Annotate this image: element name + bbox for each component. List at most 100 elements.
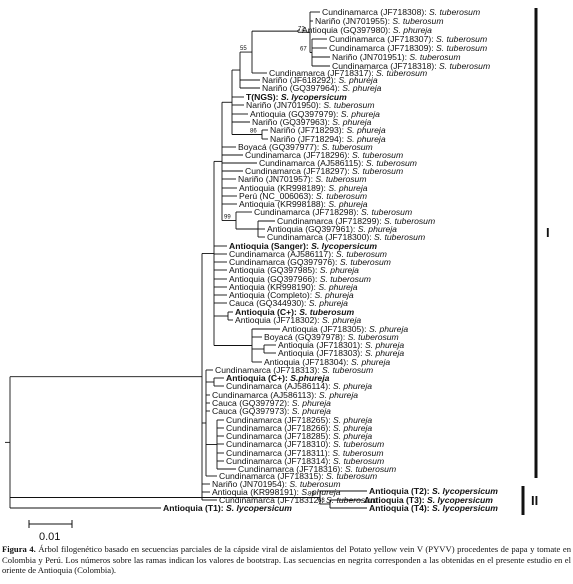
taxon-isolate: Cundinamarca (JF718300): [267, 232, 374, 242]
taxon-species: S. tuberosum [322, 365, 373, 375]
taxon-species: S. tuberosum [436, 43, 487, 53]
taxon-isolate: Cundinamarca (JF718311): [226, 448, 332, 458]
taxon-species: S. tuberosum [374, 232, 425, 242]
taxon-label: Antioquia (JF718305): S. phureja [282, 324, 408, 334]
taxon-isolate: Antioquia (JF718305): [282, 324, 369, 334]
taxon-label: Antioquia (T2): S. lycopersicum [369, 486, 498, 496]
taxon-species: S. tuberosum [409, 52, 460, 62]
taxon-label: Antioquia (JF718301): S. phureja [278, 340, 404, 350]
taxon-species: S. tuberosum [348, 332, 399, 342]
taxon-species: S. phureja [365, 340, 404, 350]
taxon-label: Cundinamarca (JF718318): S. tuberosum [332, 61, 490, 71]
taxon-species: S. tuberosum [352, 150, 403, 160]
taxon-species: S. phureja [328, 199, 367, 209]
taxon-isolate: Nariño (JF618292): [262, 75, 338, 85]
bootstrap-value: 68 [318, 498, 325, 504]
taxon-isolate: Cauca (GQ397973): [212, 406, 292, 416]
taxon-isolate: Antioquia (JF718302): [235, 315, 322, 325]
taxon-species: S. tuberosum [439, 61, 490, 71]
taxon-label: Antioquia (T3): S. lycopersicum [364, 495, 493, 505]
taxon-species: S. tuberosum [333, 456, 384, 466]
taxon-label: Nariño (JN701957): S. tuberosum [238, 174, 367, 184]
taxon-isolate: Cundinamarca (JF718265): [226, 415, 333, 425]
taxon-isolate: Nariño (JF718294): [270, 134, 346, 144]
taxon-species: S. phureja [292, 406, 331, 416]
taxon-species: S. tuberosum [336, 249, 387, 259]
taxon-label: Nariño (JN701950): S. tuberosum [246, 100, 375, 110]
taxon-isolate: Cundinamarca (JF718298): [254, 207, 361, 217]
taxon-species: S. tuberosum [366, 158, 417, 168]
taxon-isolate: Nariño (JN701950): [246, 100, 323, 110]
taxon-species: S. phureja [319, 390, 358, 400]
taxon-label: Cauca (GQ397973): S. phureja [212, 406, 331, 416]
taxon-isolate: Cundinamarca (JF718299): [277, 216, 384, 226]
taxon-species: S. phureja [358, 224, 397, 234]
taxon-isolate: Cundinamarca (JF718310): [226, 439, 333, 449]
taxon-species: S. phureja [292, 398, 331, 408]
taxon-species: S. tuberosum [384, 216, 435, 226]
taxon-isolate: Cauca (GQ344930): [229, 298, 309, 308]
bootstrap-value: 86 [250, 129, 257, 135]
taxon-isolate: Antioquia (GQ397961): [267, 224, 358, 234]
taxon-species: S. phureja [342, 83, 381, 93]
taxon-species: S. tuberosum [429, 7, 480, 17]
taxon-species: S. tuberosum [316, 191, 367, 201]
taxon-isolate: Nariño (GQ397964): [262, 83, 342, 93]
bootstrap-value: 99 [308, 492, 315, 498]
taxon-isolate: Antioquia (KR998188): [239, 199, 328, 209]
taxon-isolate: Cundinamarca (AJ586113): [212, 390, 319, 400]
taxon-species: S. tuberosum [323, 100, 374, 110]
taxon-species: S. phureja [315, 290, 354, 300]
taxon-label: Antioquia (T1): S. lycopersicum [163, 503, 292, 513]
taxon-isolate: T(NGS): [246, 92, 281, 102]
taxon-species: S. phureja [333, 415, 372, 425]
taxon-isolate: Cundinamarca (JF718266): [226, 423, 333, 433]
taxon-isolate: Antioquia (T2): [369, 486, 432, 496]
taxon-label: Antioquia (KR998188): S. phureja [239, 199, 368, 209]
taxon-label: Cundinamarca (AJ586114): S. phureja [226, 381, 372, 391]
taxon-label: Antioquia (Sanger): S. lycopersicum [229, 241, 377, 251]
taxon-label: Nariño (JF618292): S. phureja [262, 75, 378, 85]
taxon-isolate: Cundinamarca (AJ586117): [229, 249, 336, 259]
taxon-species: S. lycopersicum [432, 503, 498, 513]
taxon-label: Antioquia (GQ397979): S. phureja [250, 109, 380, 119]
taxon-species: S. tuberosum [376, 68, 427, 78]
taxon-isolate: Cauca (GQ397972): [212, 398, 292, 408]
taxon-isolate: Cundinamarca (JF718308): [322, 7, 429, 17]
taxon-species: S. tuberosum [326, 471, 377, 481]
taxon-isolate: Antioquia (JF718304): [264, 357, 351, 367]
taxon-species: S. tuberosum [436, 34, 487, 44]
taxon-label: Nariño (JF718293): S. phureja [270, 125, 386, 135]
taxon-isolate: Nariño (JN701957): [238, 174, 315, 184]
taxon-species: S. phureja [341, 109, 380, 119]
taxon-label: Cundinamarca (JF718296): S. tuberosum [245, 150, 403, 160]
taxon-species: S.phureja [290, 373, 329, 383]
taxon-label: T(NGS): S. lycopersicum [246, 92, 347, 102]
taxon-label: Nariño (JN701954): S. tuberosum [212, 479, 341, 489]
taxon-isolate: Antioquia (GQ397979): [250, 109, 341, 119]
taxon-isolate: Antioquia (C+): [235, 307, 299, 317]
taxon-isolate: Antioquia (GQ397985): [229, 265, 320, 275]
caption-label: Figura 4. [2, 544, 36, 554]
taxon-isolate: Cundinamarca (JF718296): [245, 150, 352, 160]
taxon-species: S. phureja [333, 381, 372, 391]
figure-caption: Figura 4. Árbol filogenético basado en s… [2, 544, 571, 576]
taxon-label: Antioquia (KR998191): S. phureja [212, 487, 341, 497]
taxon-isolate: Boyacá (GQ397978): [264, 332, 348, 342]
taxon-isolate: Nariño (JN701954): [212, 479, 289, 489]
taxon-label: Boyacá (GQ397978): S. tuberosum [264, 332, 399, 342]
taxon-label: Nariño (JF718294): S. phureja [270, 134, 386, 144]
taxon-label: Cundinamarca (JF718299): S. tuberosum [277, 216, 435, 226]
taxon-label: Cundinamarca (JF718315): S. tuberosum [219, 471, 377, 481]
taxon-isolate: Nariño (JN701955): [315, 16, 392, 26]
taxon-label: Cundinamarca (JF718297): S. tuberosum [245, 166, 403, 176]
taxon-isolate: Antioquia (KR998190): [229, 282, 318, 292]
taxon-species: S. phureja [338, 75, 377, 85]
taxon-isolate: Antioquia (T3): [364, 495, 427, 505]
taxon-label: Antioquia (GQ397980): S. phureja [302, 25, 432, 35]
taxon-isolate: Cundinamarca (AJ586114): [226, 381, 333, 391]
taxon-species: S. phureja [351, 357, 390, 367]
taxon-species: S. phureja [322, 315, 361, 325]
bootstrap-value: 67 [300, 47, 307, 53]
